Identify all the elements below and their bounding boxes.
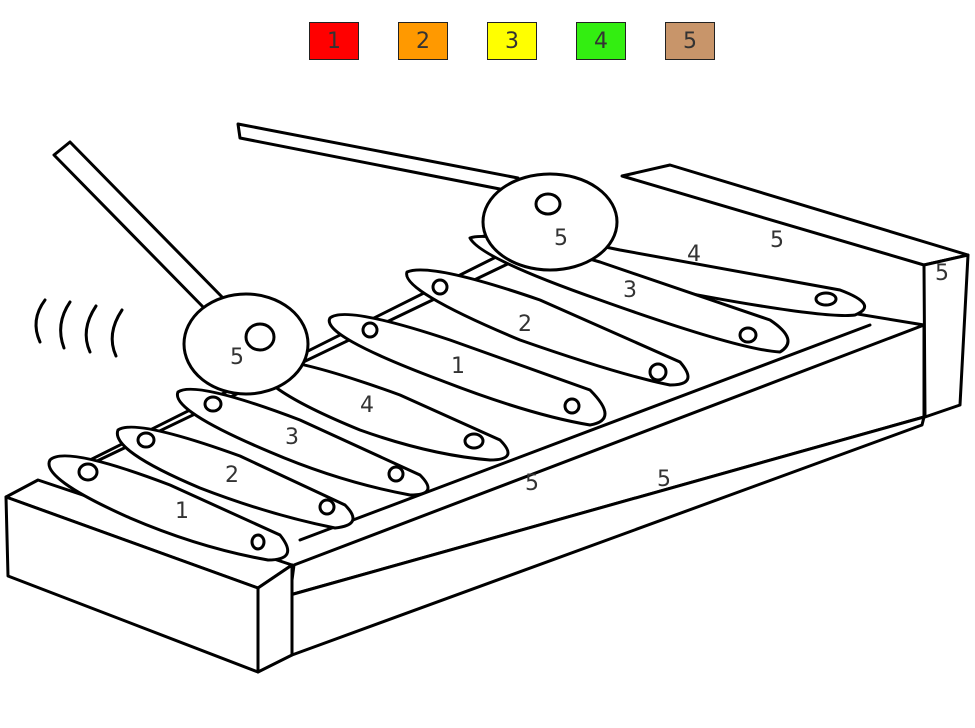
back-mallet-head <box>481 172 619 272</box>
color-legend: 1 2 3 4 5 <box>0 22 975 62</box>
back-bar-1 <box>327 313 607 427</box>
legend-swatch-4[interactable]: 4 <box>576 22 626 60</box>
label-back-block-side: 5 <box>935 261 949 286</box>
region-labels: 1 2 3 4 1 2 3 4 5 5 5 5 5 5 <box>175 226 949 524</box>
back-block-top-region <box>620 163 970 267</box>
label-front-bar-1: 1 <box>175 499 189 524</box>
front-mallet-head <box>182 292 310 396</box>
legend-swatch-1[interactable]: 1 <box>309 22 359 60</box>
label-back-bar-3: 3 <box>623 278 637 303</box>
front-block-end <box>256 563 294 674</box>
back-mallet-handle <box>236 122 520 194</box>
label-frame-front: 5 <box>657 467 671 492</box>
label-front-bar-4: 4 <box>360 393 374 418</box>
label-frame-middle: 5 <box>525 471 539 496</box>
back-bar-2 <box>405 268 690 387</box>
label-back-mallet: 5 <box>554 226 568 251</box>
label-front-bar-3: 3 <box>285 425 299 450</box>
label-back-bar-2: 2 <box>518 312 532 337</box>
label-front-mallet: 5 <box>230 345 244 370</box>
front-bar-2 <box>115 425 355 530</box>
legend-swatch-2[interactable]: 2 <box>398 22 448 60</box>
legend-swatch-5[interactable]: 5 <box>665 22 715 60</box>
label-front-bar-2: 2 <box>225 463 239 488</box>
front-bar-4 <box>255 357 510 462</box>
legend-swatch-3[interactable]: 3 <box>487 22 537 60</box>
front-mallet-handle <box>52 140 227 314</box>
label-back-bar-1: 1 <box>451 354 465 379</box>
front-bar-1 <box>47 454 290 562</box>
sound-waves <box>34 298 124 358</box>
label-back-bar-4: 4 <box>687 242 701 267</box>
front-bar-3 <box>175 387 430 497</box>
rail-line-low <box>298 323 872 542</box>
label-back-block-top: 5 <box>770 228 784 253</box>
